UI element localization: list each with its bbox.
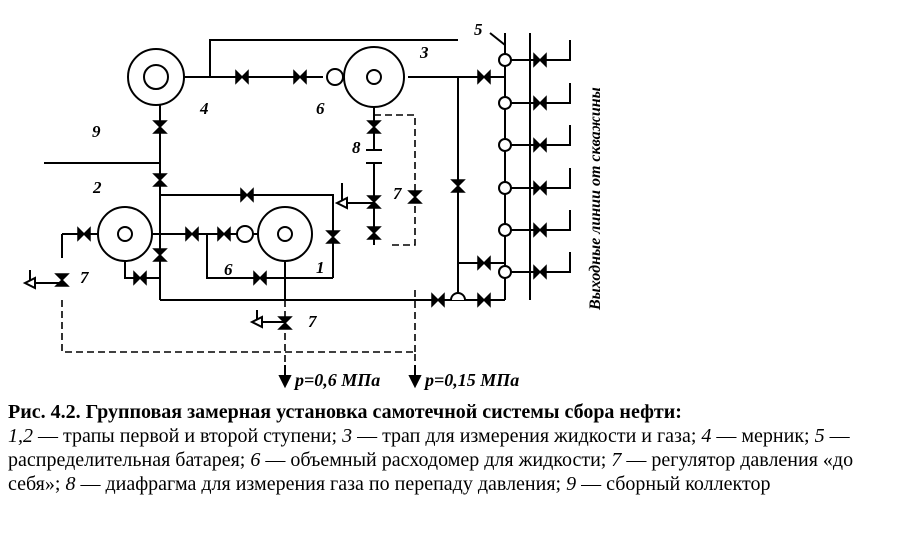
- outlet-arrows: [278, 365, 422, 389]
- valve-icon: [240, 187, 254, 203]
- pressure-0-6-label: p=0,6 МПа: [293, 370, 380, 390]
- valve-icon: [325, 230, 341, 244]
- label-7-right: 7: [393, 184, 403, 203]
- valve-icon: [366, 120, 382, 134]
- valve-icon: [293, 69, 307, 85]
- valve-icon: [533, 137, 547, 153]
- separator-2-inner: [117, 226, 133, 242]
- legend-text: — распределительная батарея;: [8, 425, 850, 471]
- valve-icon: [477, 69, 491, 85]
- legend-number: 7: [611, 449, 622, 471]
- label-7-bottom: 7: [308, 312, 318, 331]
- legend-number: 3: [342, 425, 353, 447]
- valve-icon: [235, 69, 249, 85]
- pressure-regulators: [22, 183, 374, 329]
- label-6-bottom: 6: [224, 260, 233, 279]
- legend-number: 8: [65, 473, 76, 495]
- label-9: 9: [92, 122, 101, 141]
- label-1: 1: [316, 258, 325, 277]
- figure-caption: Рис. 4.2. Групповая замерная установка с…: [8, 400, 908, 496]
- gas-pressure-lines: [61, 114, 416, 365]
- valve-icon: [477, 292, 491, 308]
- distribution-battery-nodes: [498, 53, 512, 279]
- valve-icon: [152, 173, 168, 187]
- legend-text: — мерник;: [711, 425, 815, 447]
- legend-number: 6: [250, 449, 261, 471]
- legend-number: 1,2: [8, 425, 33, 447]
- legend-text: — диафрагма для измерения газа по перепа…: [75, 473, 567, 495]
- wells-outlet-label: Выходные линии от скважины: [587, 87, 604, 311]
- pressure-0-15-label: p=0,15 МПа: [423, 370, 519, 390]
- valves: [54, 52, 547, 330]
- valve-icon: [152, 120, 168, 134]
- valve-icon: [366, 226, 382, 240]
- label-3: 3: [419, 43, 429, 62]
- meter-vessel-4-inner: [143, 64, 169, 90]
- legend-number: 9: [566, 473, 577, 495]
- pipe-crossover: [450, 292, 466, 301]
- vessels: [97, 46, 405, 262]
- label-8: 8: [352, 138, 361, 157]
- valve-icon: [533, 52, 547, 68]
- valve-icon: [533, 222, 547, 238]
- legend-text: — трап для измерения жидкости и газа;: [352, 425, 702, 447]
- valve-icon: [407, 190, 423, 204]
- legend-number: 4: [701, 425, 712, 447]
- valve-icon: [533, 95, 547, 111]
- caption-legend: 1,2 — трапы первой и второй ступени; 3 —…: [8, 424, 908, 496]
- valve-icon: [54, 273, 70, 287]
- legend-text: — сборный коллектор: [576, 473, 771, 495]
- valve-icon: [253, 270, 267, 286]
- valve-icon: [477, 255, 491, 271]
- flowmeter-6-top: [326, 68, 344, 86]
- legend-text: — регулятор давления «до себя»;: [8, 449, 854, 495]
- valve-icon: [185, 226, 199, 242]
- legend-number: 5: [814, 425, 825, 447]
- flowmeter-6-bottom: [236, 225, 254, 243]
- valve-icon: [77, 226, 91, 242]
- valve-icon: [217, 226, 231, 242]
- label-4: 4: [199, 99, 209, 118]
- process-flow-diagram: 1 2 3 4 5 6 6 7 7 7 8 9 p=0,6 МПа p=0,15…: [22, 20, 604, 390]
- valve-icon: [533, 264, 547, 280]
- legend-text: — объемный расходомер для жидкости;: [260, 449, 612, 471]
- legend-text: — трапы первой и второй ступени;: [33, 425, 343, 447]
- valve-icon: [450, 179, 466, 193]
- label-2: 2: [92, 178, 102, 197]
- valve-icon: [133, 270, 147, 286]
- valve-icon: [152, 248, 168, 262]
- label-6-top: 6: [316, 99, 325, 118]
- valve-icon: [533, 180, 547, 196]
- caption-title: Рис. 4.2. Групповая замерная установка с…: [8, 401, 682, 423]
- separator-3-inner: [366, 69, 382, 85]
- label-5: 5: [474, 20, 483, 39]
- valve-icon: [431, 292, 445, 308]
- label-7-left: 7: [80, 268, 90, 287]
- separator-1-inner: [277, 226, 293, 242]
